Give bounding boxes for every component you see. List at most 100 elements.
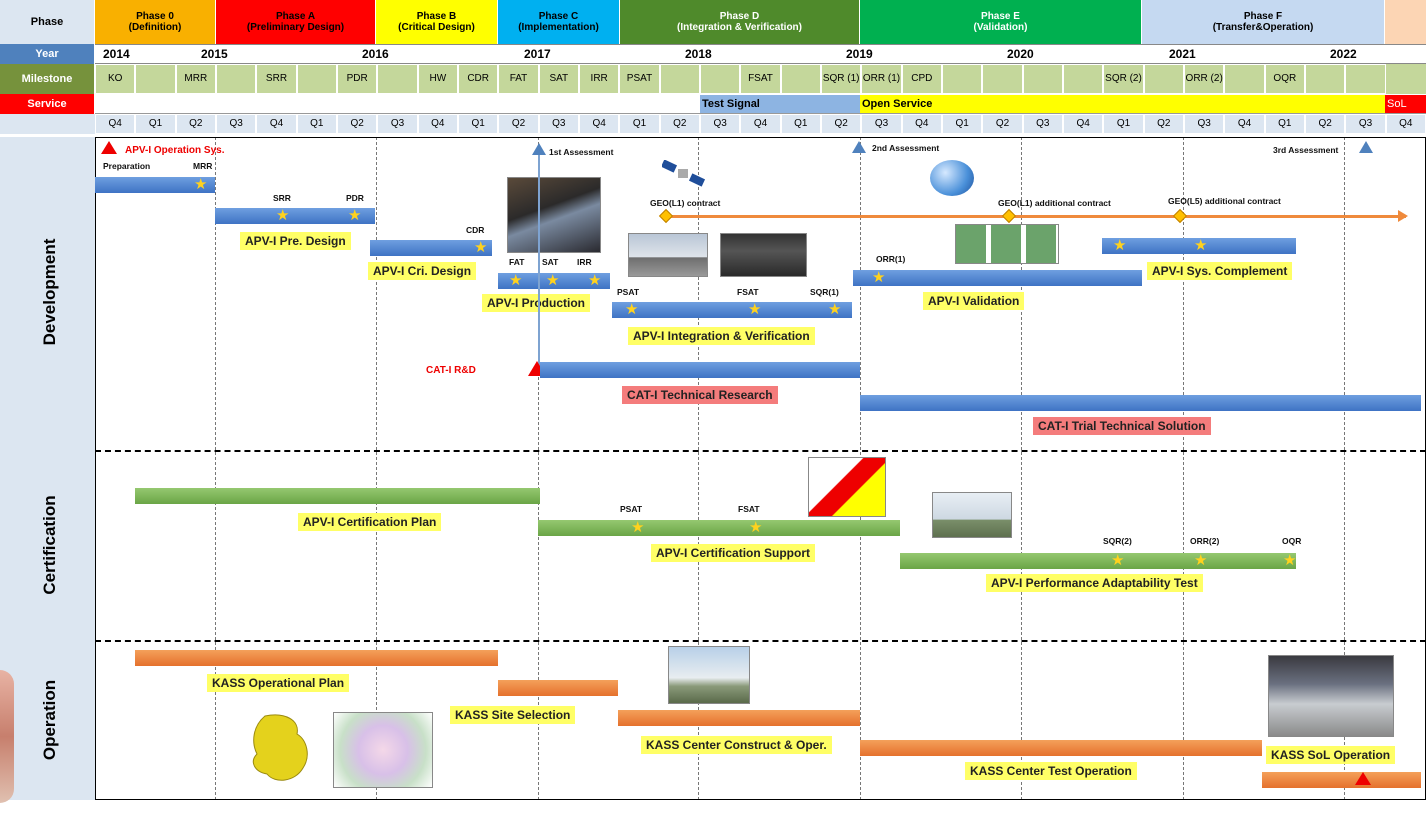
cert-support-bar (538, 520, 900, 536)
fsat-star: ★ (748, 301, 762, 318)
quarter-row-label (0, 114, 95, 134)
pdr-label: PDR (346, 193, 364, 203)
sqr1-label: SQR(1) (810, 287, 839, 297)
phase-d: Phase D (Integration & Verification) (620, 0, 860, 44)
sys-comp-star-1: ★ (1113, 237, 1127, 254)
sol-op-bar (1262, 772, 1421, 788)
site-sel-bar (498, 680, 618, 696)
quarter-cell: Q3 (1022, 114, 1063, 134)
cert-orr2-label: ORR(2) (1190, 536, 1220, 546)
quarter-cell: Q4 (901, 114, 942, 134)
certification-section-label: Certification (40, 495, 59, 595)
pre-design-label: APV-I Pre. Design (240, 232, 351, 250)
assessment-3-marker (1359, 141, 1373, 153)
phase-end-cell (1385, 0, 1426, 44)
milestone-cell: SRR (256, 64, 297, 94)
quarter-cell: Q2 (982, 114, 1023, 134)
quarter-cell: Q4 (95, 114, 136, 134)
korea-region-map-image (333, 712, 433, 788)
phase-0: Phase 0 (Definition) (95, 0, 216, 44)
service-test-signal-label: Test Signal (702, 98, 760, 110)
quarter-cell: Q2 (659, 114, 700, 134)
assessment-2-label: 2nd Assessment (872, 143, 940, 153)
sol-op-label: KASS SoL Operation (1266, 746, 1396, 764)
assessment-1-label: 1st Assessment (549, 147, 614, 157)
service-test-signal: Test Signal (700, 95, 860, 113)
quarter-cell: Q4 (1063, 114, 1104, 134)
center-test-bar (860, 740, 1262, 756)
phase-b: Phase B (Critical Design) (376, 0, 498, 44)
quarter-cell: Q1 (135, 114, 176, 134)
quarter-cell: Q4 (1224, 114, 1265, 134)
year-row-label: Year (0, 44, 95, 64)
satellite-icon (660, 159, 706, 188)
milestone-cell: MRR (175, 64, 216, 94)
milestone-cell (780, 64, 821, 94)
milestone-cell (659, 64, 700, 94)
milestone-cell: HW (417, 64, 458, 94)
phase-f-name: Phase F (1243, 11, 1283, 22)
geo-l1-arrowhead (1398, 210, 1408, 222)
year-2014: 2014 (103, 47, 130, 61)
geo-l1-add-label: GEO(L1) additional contract (998, 198, 1111, 208)
year-2017: 2017 (524, 47, 551, 61)
geo-l5-add-label: GEO(L5) additional contract (1168, 196, 1281, 206)
irr-label: IRR (577, 257, 592, 267)
validation-bar (853, 270, 1142, 286)
year-2019: 2019 (846, 47, 873, 61)
cat-trial-label: CAT-I Trial Technical Solution (1033, 417, 1211, 435)
geo-l1-line (666, 215, 1406, 218)
quarter-cell: Q2 (498, 114, 539, 134)
preparation-bar (95, 177, 215, 193)
assessment-2-marker (852, 141, 866, 153)
mrr-label: MRR (193, 161, 213, 171)
milestone-cell: FSAT (740, 64, 781, 94)
phase-e: Phase E (Validation) (860, 0, 1142, 44)
section-divider-2 (95, 640, 1426, 642)
validation-label: APV-I Validation (923, 292, 1025, 310)
phase-row-label: Phase (0, 0, 95, 44)
cert-support-label: APV-I Certification Support (651, 544, 816, 562)
validation-plots-photo (955, 224, 1059, 264)
monitoring-screen-photo (720, 233, 807, 277)
milestone-cell (942, 64, 983, 94)
section-divider-1 (95, 450, 1426, 452)
site-sel-label: KASS Site Selection (450, 706, 576, 724)
quarter-cell: Q1 (1264, 114, 1305, 134)
sqr1-star: ★ (828, 301, 842, 318)
perf-test-label: APV-I Performance Adaptability Test (986, 574, 1203, 592)
quarter-cell: Q2 (337, 114, 378, 134)
orr1-label: ORR(1) (876, 254, 906, 264)
production-label: APV-I Production (482, 294, 591, 312)
phase-f: Phase F (Transfer&Operation) (1142, 0, 1385, 44)
srr-star: ★ (276, 207, 290, 224)
quarter-cell: Q1 (296, 114, 337, 134)
milestone-cell: SAT (538, 64, 579, 94)
milestone-cell: PDR (337, 64, 378, 94)
milestone-cell: OQR (1264, 64, 1305, 94)
service-row-label: Service (0, 94, 95, 114)
cert-oqr-label: OQR (1282, 536, 1302, 546)
op-plan-bar (135, 650, 498, 666)
preparation-label: Preparation (103, 161, 151, 171)
year-2022: 2022 (1330, 47, 1357, 61)
operation-band (0, 640, 95, 800)
phase-0-name: Phase 0 (136, 11, 174, 22)
cri-design-label: APV-I Cri. Design (368, 262, 477, 280)
milestone-cell (982, 64, 1023, 94)
service-sol: SoL (1385, 95, 1426, 113)
cdr-label: CDR (466, 225, 485, 235)
phase-c-name: Phase C (538, 11, 579, 22)
cert-chart-photo (808, 457, 886, 517)
phase-d-name: Phase D (719, 11, 760, 22)
antenna-photo (628, 233, 708, 277)
milestone-cell: IRR (579, 64, 620, 94)
operation-room-photo (1268, 655, 1394, 737)
milestone-cell: ORR (1) (861, 64, 902, 94)
pdr-star: ★ (348, 207, 362, 224)
quarter-cell: Q4 (579, 114, 620, 134)
quarter-cell: Q4 (740, 114, 781, 134)
cdr-star: ★ (474, 239, 488, 256)
quarter-cell: Q3 (538, 114, 579, 134)
